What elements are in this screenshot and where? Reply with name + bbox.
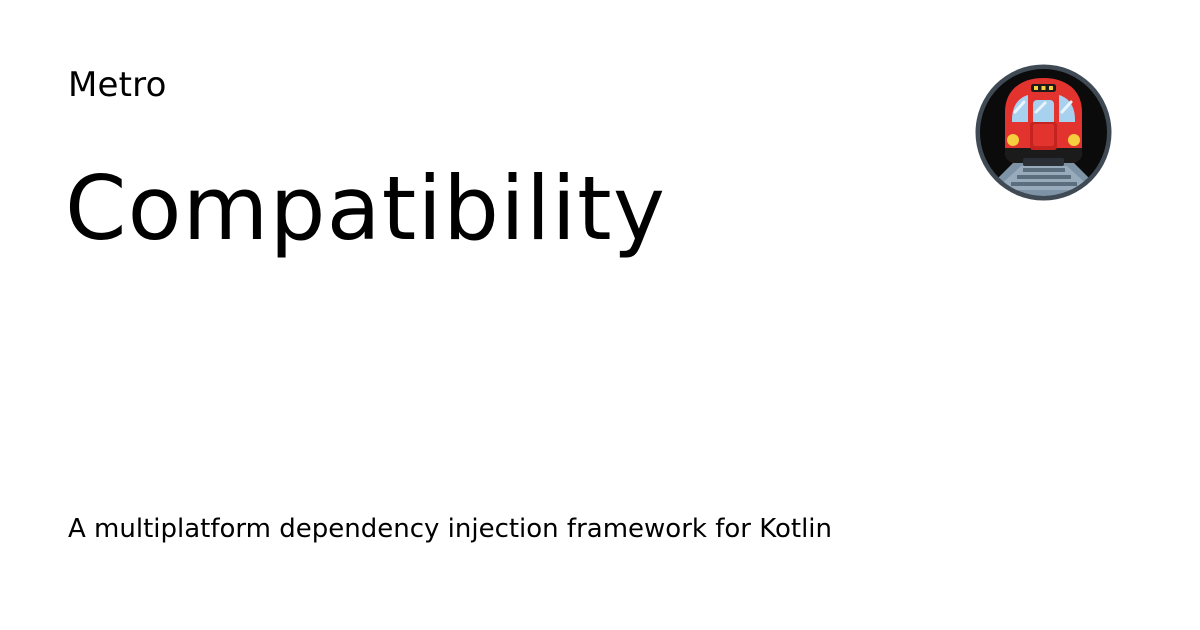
site-name: Metro [68,65,167,105]
metro-train-icon [975,64,1112,201]
site-description: A multiplatform dependency injection fra… [68,514,833,544]
page-title: Compatibility [65,157,667,260]
